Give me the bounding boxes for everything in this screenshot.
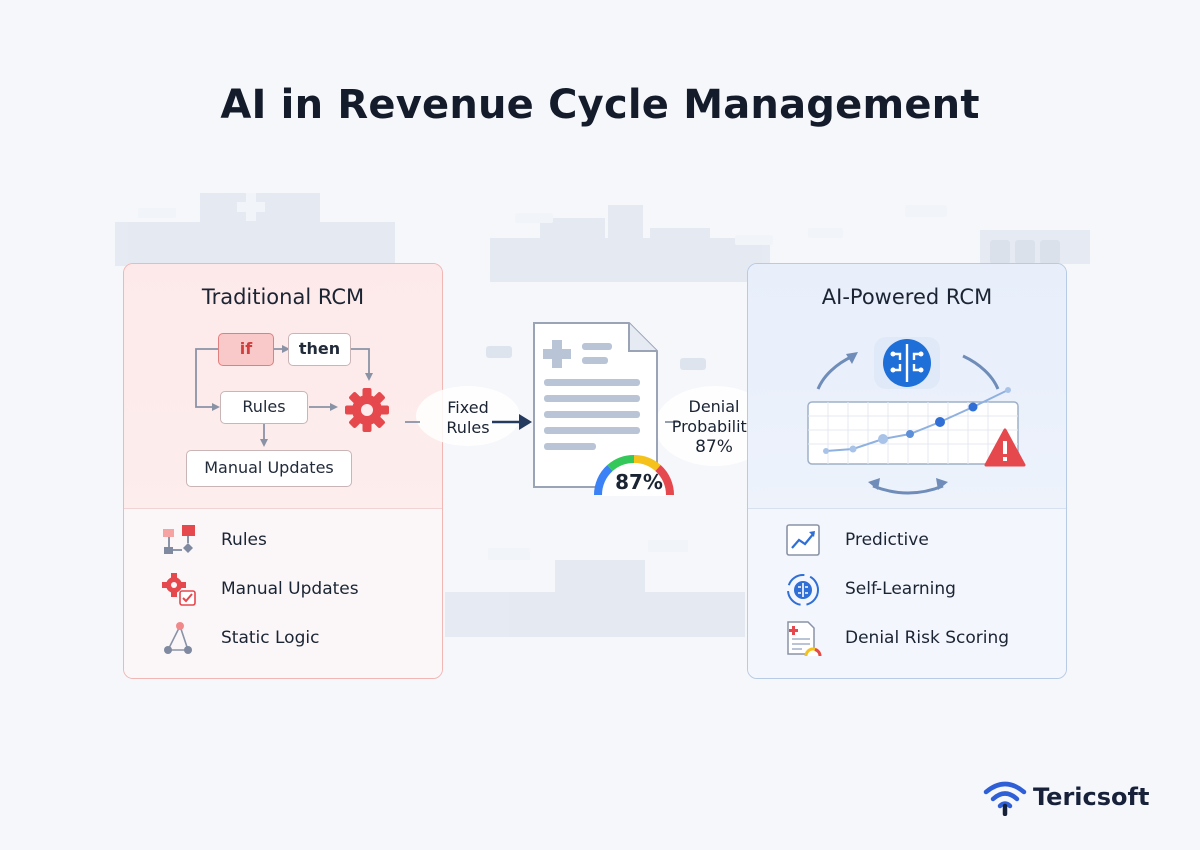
traditional-feature-list: Rules Manual Updates [124, 264, 442, 678]
probability-gauge [593, 454, 675, 496]
document-gauge-icon [787, 621, 822, 657]
brain-cycle-icon [787, 574, 819, 606]
then-action-box: then [288, 333, 351, 366]
rules-flow-connectors [195, 345, 389, 447]
page-title: AI in Revenue Cycle Management [220, 82, 980, 128]
if-label: if [239, 339, 253, 358]
fixed-rules-line-2: Rules [446, 418, 490, 437]
rules-box-label: Rules [242, 397, 286, 416]
denial-probability-line-1: Denial [688, 397, 740, 416]
gauge-value: 87% [615, 470, 663, 494]
feature-static-logic-label: Static Logic [221, 628, 320, 648]
wifi-logo-icon [983, 781, 1027, 816]
feature-rules-label: Rules [221, 530, 267, 550]
ai-powered-rcm-heading: AI-Powered RCM [821, 285, 993, 309]
feature-self-learning-label: Self-Learning [845, 579, 956, 599]
brand-name: Tericsoft [1033, 783, 1150, 811]
flowchart-icon [163, 525, 195, 554]
feature-denial-risk-scoring-label: Denial Risk Scoring [845, 628, 1010, 648]
manual-updates-box-label: Manual Updates [204, 458, 334, 477]
rules-box: Rules [220, 391, 308, 424]
feature-manual-updates-label: Manual Updates [221, 579, 359, 599]
ai-feature-list: Predictive Self-Learning [748, 264, 1066, 678]
traditional-rcm-heading: Traditional RCM [201, 285, 365, 309]
ai-powered-rcm-panel: AI-Powered RCM [747, 263, 1067, 679]
if-condition-box: if [218, 333, 274, 366]
claim-document-icon [533, 322, 658, 488]
gear-check-icon [162, 573, 196, 606]
feature-predictive-label: Predictive [845, 530, 929, 550]
warning-icon [984, 428, 1026, 467]
manual-updates-box: Manual Updates [186, 450, 352, 487]
trend-chart-icon [786, 524, 820, 556]
brand-logo[interactable]: Tericsoft [983, 778, 1173, 818]
denial-probability-label: Denial Probability 87% [662, 397, 766, 457]
denial-probability-line-3: 87% [695, 437, 733, 457]
traditional-rcm-panel: Traditional RCM [123, 263, 443, 679]
network-nodes-icon [164, 622, 192, 654]
denial-probability-line-2: Probability [671, 417, 757, 436]
fixed-rules-line-1: Fixed [447, 398, 489, 417]
then-label: then [298, 339, 341, 358]
gear-icon [345, 388, 389, 432]
ai-prediction-diagram [807, 337, 1026, 495]
fixed-rules-label: Fixed Rules [430, 398, 506, 438]
ai-brain-icon [874, 337, 940, 389]
